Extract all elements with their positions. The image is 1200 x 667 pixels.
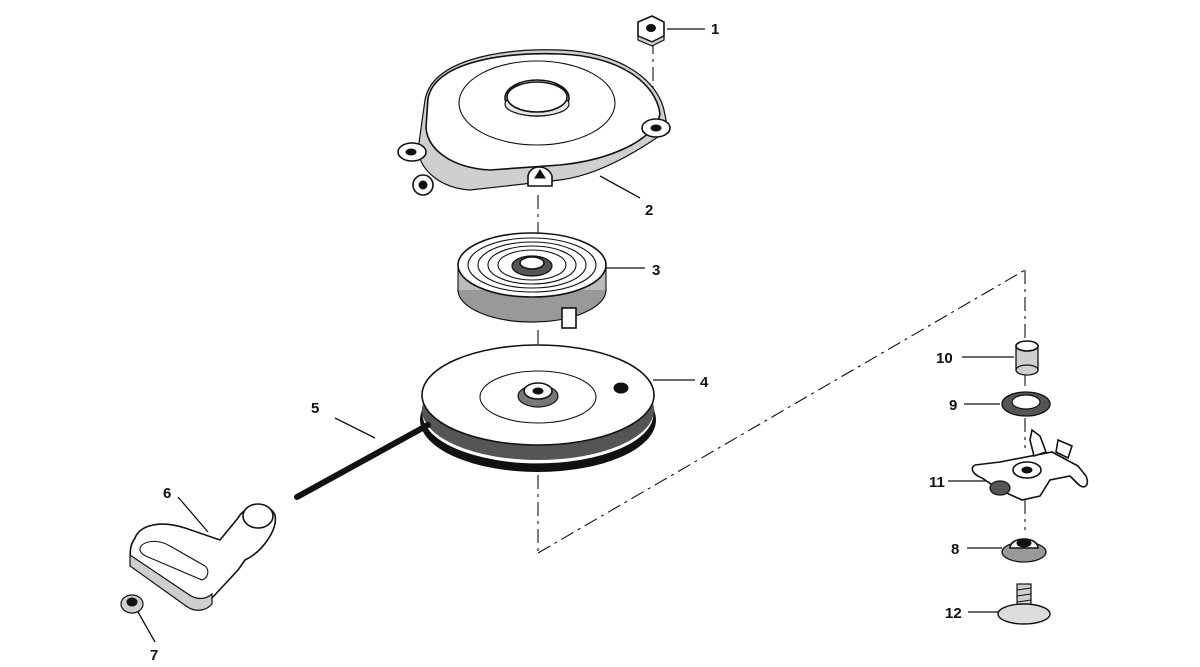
spacer-icon	[1015, 340, 1039, 376]
part-label-10: 10	[936, 350, 953, 367]
part-label-9: 9	[949, 397, 957, 414]
bushing-icon	[1001, 538, 1047, 563]
part-label-1: 1	[711, 21, 719, 38]
pawl-bracket-icon	[971, 428, 1089, 501]
rope-pulley-icon	[420, 344, 656, 472]
washer-icon	[1001, 391, 1051, 417]
part-label-12: 12	[945, 605, 962, 622]
hex-nut-icon	[637, 15, 665, 47]
handle-insert-icon	[120, 594, 144, 614]
part-label-3: 3	[652, 262, 660, 279]
part-label-6: 6	[163, 485, 171, 502]
rope-handle-icon	[129, 503, 277, 611]
leader-lines	[137, 28, 1014, 643]
part-label-2: 2	[645, 202, 653, 219]
part-label-4: 4	[700, 374, 709, 391]
recoil-spring-icon	[457, 232, 607, 329]
starter-rope-icon	[294, 422, 431, 500]
part-label-5: 5	[311, 400, 319, 417]
part-label-7: 7	[150, 647, 158, 664]
part-label-11: 11	[929, 474, 945, 491]
starter-housing-icon	[397, 49, 671, 196]
part-labels: 1 2 3 4 5 6 7 8 9 10 11 12	[150, 21, 962, 664]
screw-icon	[997, 583, 1051, 625]
part-label-8: 8	[951, 541, 959, 558]
